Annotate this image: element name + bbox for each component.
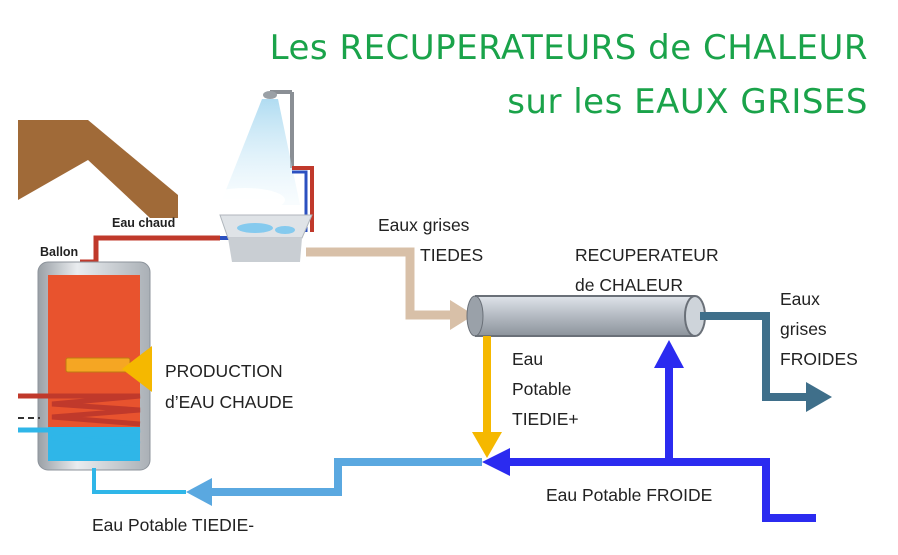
label-eaux-grises-tiedes-line2: TIEDES: [420, 245, 484, 265]
label-recuperateur-line2: de CHALEUR: [575, 275, 683, 295]
arrow-eau-potable-froide: [482, 340, 816, 522]
shower-icon: [205, 90, 314, 262]
label-eau-potable-froide: Eau Potable FROIDE: [546, 485, 713, 505]
arrow-eau-potable-tiedie-minus: [92, 458, 482, 506]
arrow-eau-potable-tiedie-plus: [472, 336, 502, 458]
label-eaux-grises-tiedes-line1: Eaux grises: [378, 215, 470, 235]
label-eau-potable-tiedie-plus-line3: TIEDIE+: [512, 409, 579, 429]
label-ballon: Ballon: [40, 245, 79, 259]
label-production-line1: PRODUCTION: [165, 361, 283, 381]
label-eaux-grises-froides-line2: grises: [780, 319, 827, 339]
heat-recuperator-cylinder: [466, 295, 706, 337]
label-eau-potable-tiedie-plus-line2: Potable: [512, 379, 572, 399]
title-main: RECUPERATEURS de CHALEUR: [339, 28, 868, 68]
page-title-line1: Les RECUPERATEURS de CHALEUR: [270, 28, 868, 68]
title-prefix: Les: [269, 28, 329, 68]
label-eau-potable-tiedie-plus-line1: Eau: [512, 349, 544, 369]
arrow-production-eau-chaude: [122, 346, 152, 392]
label-recuperateur-line1: RECUPERATEUR: [575, 245, 719, 265]
page-title-line2: sur les EAUX GRISES: [507, 82, 868, 122]
label-production-line2: d’EAU CHAUDE: [165, 392, 294, 412]
label-eaux-grises-froides-line3: FROIDES: [780, 349, 858, 369]
label-eau-potable-tiedie-minus: Eau Potable TIEDIE-: [92, 515, 255, 535]
arrow-eaux-grises-froides: [700, 312, 832, 412]
house-roof-icon: [18, 120, 178, 218]
label-eaux-grises-froides-line1: Eaux: [780, 289, 820, 309]
water-tank-ballon: [18, 261, 151, 471]
hot-water-pipe: [80, 235, 232, 265]
label-eau-chaud: Eau chaud: [112, 216, 176, 230]
arrow-eaux-grises-tiedes: [306, 247, 474, 330]
